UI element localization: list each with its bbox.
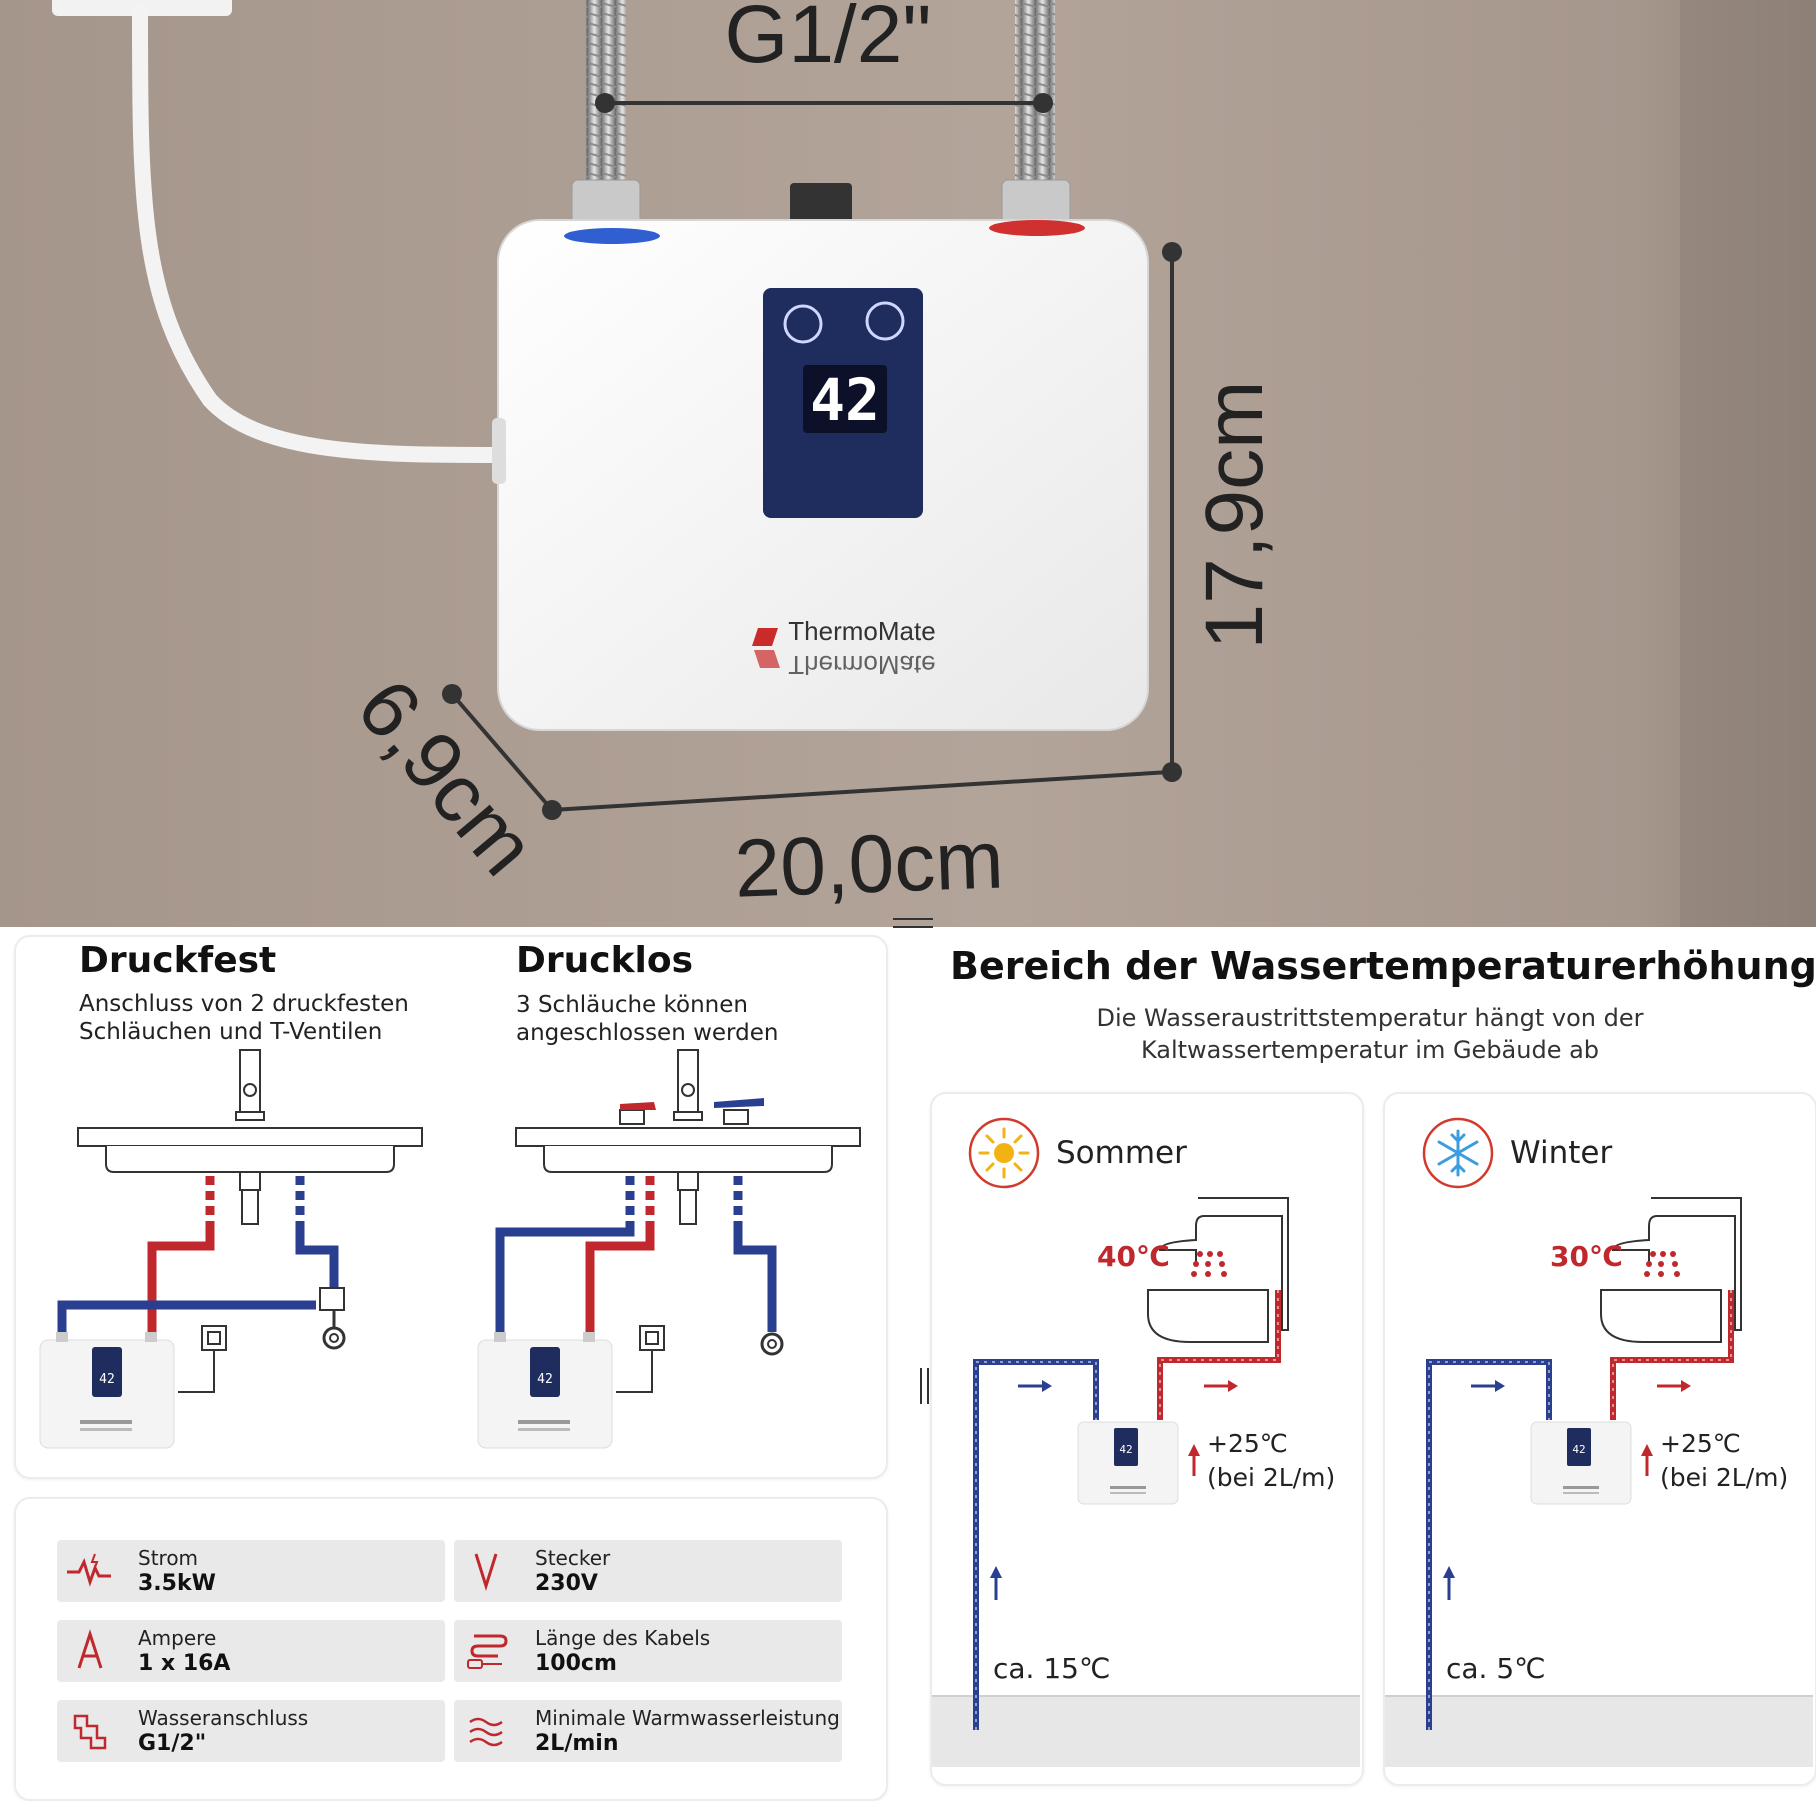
ampere-icon [77,1629,103,1669]
heater-dimension-illustration: G1/2" 42 ThermoMate ThermoMate 17,9cm 6,… [0,0,1816,927]
connection-dimension-label: G1/2" [725,0,932,80]
water-flow-icon [469,1717,503,1747]
unpressurized-installation-diagram: 42 [477,1049,861,1449]
spec-label: Strom [138,1546,199,1570]
summer-flow-diagram: 42 [973,1197,1289,1730]
voltage-icon [474,1553,498,1592]
winter-flow-diagram: 42 [1426,1197,1742,1730]
cable-icon [467,1634,508,1669]
spec-power: Strom 3.5kW [57,1540,445,1602]
power-pulse-icon [67,1553,111,1587]
summer-outlet-temp: 40℃ [1097,1240,1170,1273]
spec-min-flow: Minimale Warmwasserleistung 2L/min [454,1700,842,1762]
product-photo: G1/2" 42 ThermoMate ThermoMate 17,9cm 6,… [0,0,1816,927]
device-display-value: 42 [810,366,880,434]
temperature-subtitle-line2: Kaltwassertemperatur im Gebäude ab [1140,1036,1600,1064]
spec-label: Ampere [138,1626,217,1650]
summer-cold-temp: ca. 15℃ [993,1652,1111,1685]
pressure-desc-line1: Anschluss von 2 druckfesten [79,991,409,1017]
summer-flow-rate: (bei 2L/m) [1207,1463,1336,1492]
winter-ground [1385,1695,1813,1767]
unpressurized-desc-line2: angeschlossen werden [516,1020,779,1046]
pressure-title: Druckfest [79,940,277,981]
spec-value: 1 x 16A [138,1651,231,1676]
side-marker-right [927,1368,929,1404]
sun-icon [968,1117,1040,1189]
spec-ampere: Ampere 1 x 16A [57,1620,445,1682]
width-dimension-label: 20,0cm [733,814,1005,914]
spec-water-connection: Wasseranschluss G1/2" [57,1700,445,1762]
spec-value: 3.5kW [138,1571,216,1596]
divider-handle-bottom [893,926,933,928]
pressure-desc-line2: Schläuchen und T-Ventilen [79,1019,383,1045]
brand-logo-mirror: ThermoMate [788,650,935,680]
summer-ground [932,1695,1360,1767]
temperature-section-title: Bereich der Wassertemperaturerhöhung [950,944,1816,988]
spec-label: Minimale Warmwasserleistung [535,1706,840,1730]
winter-outlet-temp: 30℃ [1550,1240,1623,1273]
winter-flow-rate: (bei 2L/m) [1660,1463,1789,1492]
mini-display-value: 42 [99,1372,115,1387]
winter-cold-temp: ca. 5℃ [1446,1652,1546,1685]
spec-cable-length: Länge des Kabels 100cm [454,1620,842,1682]
winter-label: Winter [1510,1135,1613,1171]
summer-increase: +25℃ [1207,1429,1288,1458]
side-marker-left [920,1368,922,1404]
spec-value: 230V [535,1571,598,1596]
spec-label: Länge des Kabels [535,1626,711,1650]
height-dimension-label: 17,9cm [1189,381,1280,650]
pressure-installation-diagram: 42 [39,1049,423,1449]
snowflake-icon [1422,1117,1494,1189]
mini-display-value: 42 [1572,1443,1585,1456]
spec-label: Stecker [535,1546,611,1570]
temperature-subtitle-line1: Die Wasseraustrittstemperatur hängt von … [1096,1004,1644,1032]
spec-value: 2L/min [535,1731,619,1756]
mini-display-value: 42 [537,1372,553,1387]
spec-value: G1/2" [138,1731,207,1756]
unpressurized-desc-line1: 3 Schläuche können [516,992,748,1018]
divider-handle-top [893,918,933,920]
unpressurized-title: Drucklos [516,940,694,981]
mini-display-value: 42 [1119,1443,1132,1456]
spec-label: Wasseranschluss [138,1706,309,1730]
spec-plug: Stecker 230V [454,1540,842,1602]
winter-increase: +25℃ [1660,1429,1741,1458]
pipe-icon [73,1714,107,1750]
summer-label: Sommer [1056,1135,1187,1171]
spec-value: 100cm [535,1651,617,1676]
brand-logo-text: ThermoMate [788,616,935,646]
